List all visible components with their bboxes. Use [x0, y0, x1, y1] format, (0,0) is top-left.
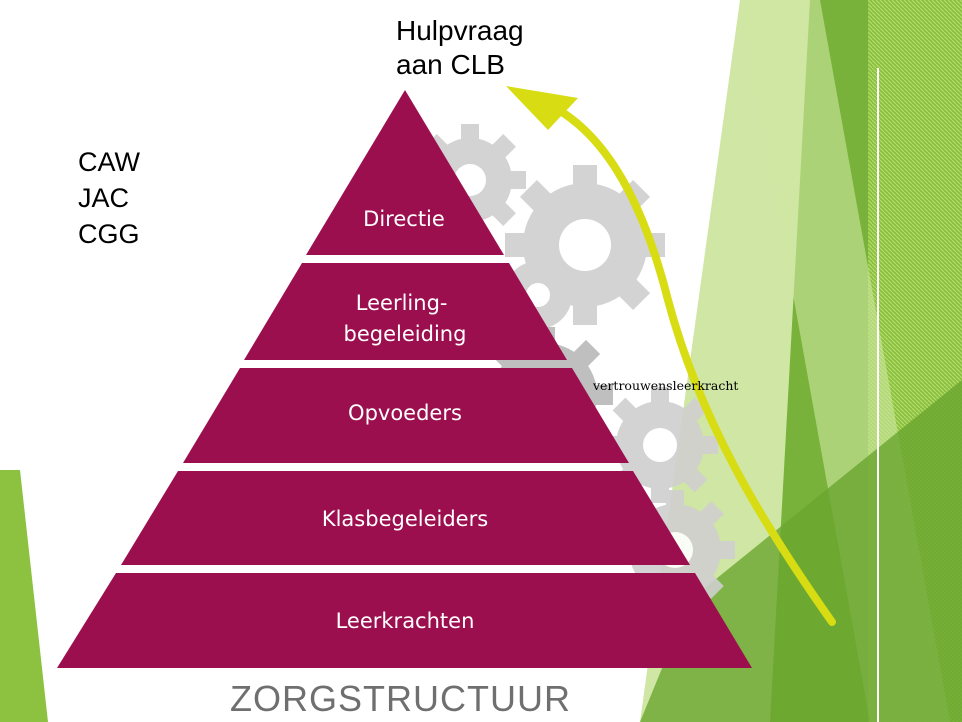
help-request-label: Hulpvraag aan CLB — [396, 15, 524, 80]
layer-label-leerlingbegeleiding: Leerling- begeleiding — [344, 291, 467, 346]
arrow-head-icon — [506, 86, 578, 130]
layer-label-opvoeders: Opvoeders — [348, 401, 462, 425]
slide-title: ZORGSTRUCTUUR — [230, 678, 571, 719]
service-item: CAW — [78, 147, 140, 177]
pyramid: Directie Leerling- begeleiding Opvoeders… — [57, 90, 752, 668]
pyramid-layer-leerkrachten — [57, 573, 752, 668]
external-services-list: CAW JAC CGG — [78, 144, 140, 252]
pyramid-layer-directie — [306, 90, 504, 255]
layer-label-leerkrachten: Leerkrachten — [336, 609, 475, 633]
escalation-arrow — [544, 100, 836, 626]
pyramid-layer-leerlingbegeleiding — [244, 263, 567, 360]
layer-label-directie: Directie — [363, 207, 445, 231]
service-item: CGG — [78, 219, 140, 249]
arrow-label: vertrouwensleerkracht — [593, 378, 739, 393]
layer-label-klasbegeleiders: Klasbegeleiders — [322, 507, 488, 531]
left-decoration — [0, 470, 48, 722]
pyramid-layer-klasbegeleiders — [121, 471, 690, 565]
pyramid-layer-opvoeders — [183, 368, 629, 463]
service-item: JAC — [78, 183, 130, 213]
